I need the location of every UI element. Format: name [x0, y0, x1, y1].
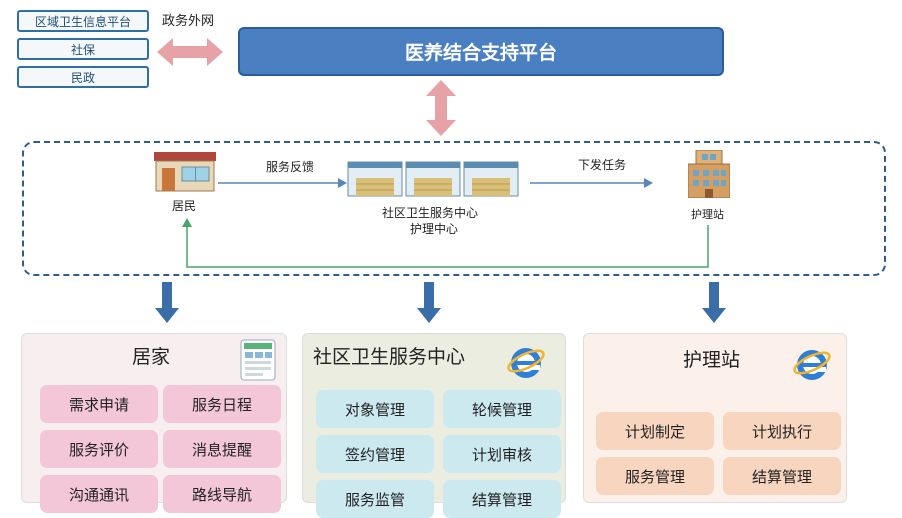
pill-service-schedule[interactable]: 服务日程 — [163, 385, 281, 423]
pill-service-supervision[interactable]: 服务监管 — [316, 480, 434, 518]
feedback-label: 服务反馈 — [266, 160, 315, 174]
pill-message-reminder[interactable]: 消息提醒 — [163, 430, 281, 468]
pill-plan-formulation[interactable]: 计划制定 — [596, 412, 714, 450]
external-box-civil-affairs: 民政 — [17, 66, 149, 88]
panel-home-title: 居家 — [132, 346, 171, 368]
double-arrow-horizontal — [157, 38, 223, 66]
dispatch-label: 下发任务 — [578, 158, 627, 172]
down-arrow-home — [155, 282, 179, 323]
platform-banner: 医养结合支持平台 — [238, 27, 724, 76]
network-label: 政务外网 — [162, 14, 215, 29]
pill-communication[interactable]: 沟通通讯 — [40, 475, 158, 513]
panel-station-title: 护理站 — [683, 349, 741, 371]
pill-plan-execution[interactable]: 计划执行 — [723, 412, 841, 450]
external-box-health-platform: 区域卫生信息平台 — [17, 10, 149, 32]
return-connector — [182, 218, 709, 268]
phone-app-icon — [240, 339, 276, 381]
house-icon — [154, 152, 216, 192]
workflow-container — [22, 141, 886, 276]
panel-center-title: 社区卫生服务中心 — [313, 346, 466, 368]
browser-icon — [507, 348, 545, 378]
pill-settlement-management[interactable]: 结算管理 — [443, 480, 561, 518]
pill-settlement-management-2[interactable]: 结算管理 — [723, 457, 841, 495]
double-arrow-vertical — [426, 80, 456, 136]
pill-contract-management[interactable]: 签约管理 — [316, 435, 434, 473]
pill-queue-management[interactable]: 轮候管理 — [443, 390, 561, 428]
pill-plan-review[interactable]: 计划审核 — [443, 435, 561, 473]
down-arrow-station — [702, 282, 726, 323]
nursing-station-icon — [688, 150, 730, 198]
pill-target-management[interactable]: 对象管理 — [316, 390, 434, 428]
dispatch-arrow — [530, 178, 653, 188]
feedback-arrow — [218, 178, 347, 188]
browser-icon-2 — [793, 350, 831, 380]
pill-service-evaluation[interactable]: 服务评价 — [40, 430, 158, 468]
external-box-social-security: 社保 — [17, 38, 149, 60]
pill-service-management[interactable]: 服务管理 — [596, 457, 714, 495]
resident-label: 居民 — [172, 199, 197, 213]
pill-route-navigation[interactable]: 路线导航 — [163, 475, 281, 513]
down-arrow-center — [417, 282, 441, 323]
pill-demand-request[interactable]: 需求申请 — [40, 385, 158, 423]
community-center-icon — [347, 161, 519, 197]
center-label-line2: 护理中心 — [410, 222, 459, 236]
center-label-line1: 社区卫生服务中心 — [382, 206, 479, 220]
station-label: 护理站 — [691, 208, 724, 221]
